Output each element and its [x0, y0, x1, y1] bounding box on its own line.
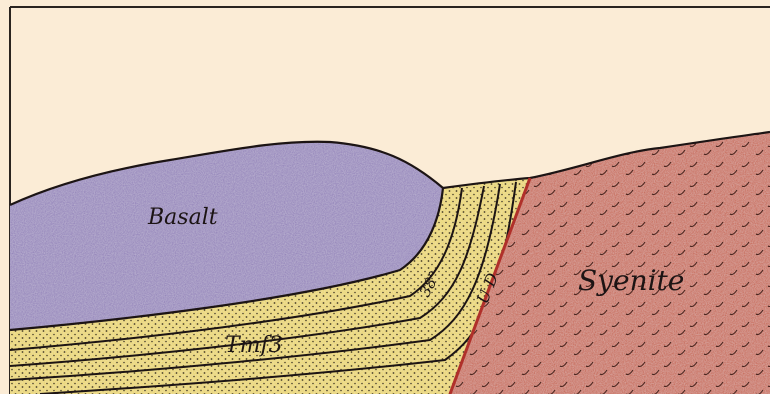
sediment-unit-label: Tmf3	[225, 333, 283, 358]
basalt-label: Basalt	[147, 205, 218, 230]
syenite-label: Syenite	[578, 264, 684, 297]
